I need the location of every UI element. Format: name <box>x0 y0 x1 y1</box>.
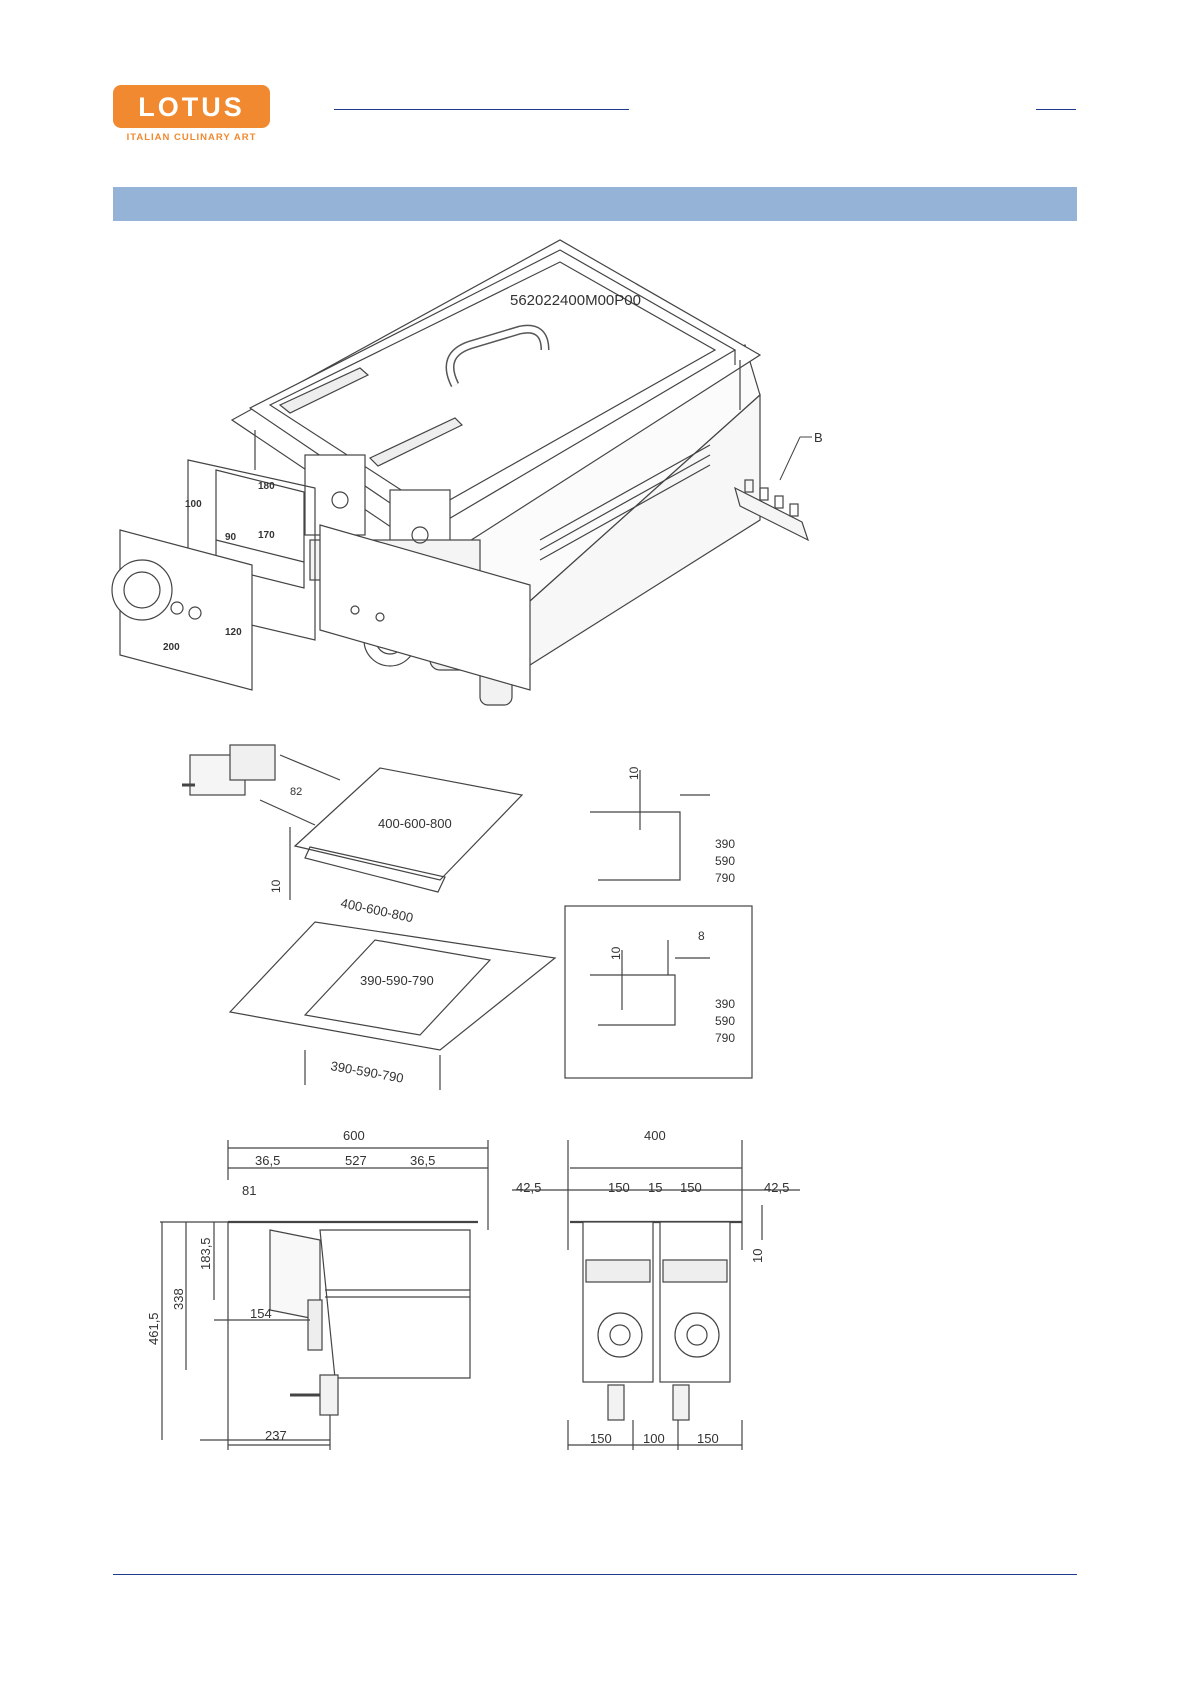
side-overall-width: 600 <box>343 1128 365 1143</box>
dim-200: 200 <box>163 642 180 653</box>
side-depth-b: 338 <box>171 1288 186 1310</box>
detail-a-size-3: 790 <box>715 871 735 885</box>
hole-span-front: 390-590-790 <box>329 1058 404 1086</box>
front-bottom-mid: 100 <box>643 1431 665 1446</box>
dim-170: 170 <box>258 530 275 541</box>
detail-a-size-1: 390 <box>715 837 735 851</box>
side-inner: 527 <box>345 1153 367 1168</box>
detail-b-offset: 8 <box>698 929 705 943</box>
side-depth-a: 183,5 <box>198 1237 213 1270</box>
front-rim: 10 <box>750 1249 765 1263</box>
dim-180: 180 <box>258 481 275 492</box>
lid-span-front: 400-600-800 <box>339 895 414 925</box>
side-depth-c: 461,5 <box>146 1312 161 1345</box>
lid-rim-dim: 10 <box>269 879 283 893</box>
footer-rule <box>113 1574 1077 1575</box>
side-left-margin: 36,5 <box>255 1153 280 1168</box>
dim-90: 90 <box>225 532 237 543</box>
thermostat-dim: 82 <box>290 786 302 798</box>
lid-span-top: 400-600-800 <box>378 816 452 831</box>
detail-a-gap: 10 <box>627 766 641 780</box>
cutout-detail: 82 10 400-600-800 400-600-800 390-590-79… <box>182 745 752 1090</box>
part-b-label: B <box>814 430 823 445</box>
front-elevation: 400 42,5 150 15 150 42,5 10 150 100 150 <box>512 1128 800 1450</box>
detail-a-size-2: 590 <box>715 854 735 868</box>
detail-b-size-1: 390 <box>715 997 735 1011</box>
detail-b-size-3: 790 <box>715 1031 735 1045</box>
front-right-overhang: 42,5 <box>764 1180 789 1195</box>
side-inset: 81 <box>242 1183 256 1198</box>
isometric-assembly: 562022400M00P00 B 180 100 90 170 120 200 <box>112 240 823 705</box>
product-code-label: 562022400M00P00 <box>510 292 641 309</box>
front-divider: 15 <box>648 1180 662 1195</box>
dim-120: 120 <box>225 627 242 638</box>
side-right-margin: 36,5 <box>410 1153 435 1168</box>
dim-100: 100 <box>185 499 202 510</box>
side-drain: 237 <box>265 1428 287 1443</box>
front-bottom-b: 150 <box>697 1431 719 1446</box>
detail-b-gap: 10 <box>609 946 623 960</box>
front-left-overhang: 42,5 <box>516 1180 541 1195</box>
hole-span-top: 390-590-790 <box>360 973 434 988</box>
detail-b-size-2: 590 <box>715 1014 735 1028</box>
front-well-a: 150 <box>608 1180 630 1195</box>
side-control: 154 <box>250 1306 272 1321</box>
front-overall-width: 400 <box>644 1128 666 1143</box>
front-bottom-a: 150 <box>590 1431 612 1446</box>
side-elevation: 600 36,5 527 36,5 81 183,5 338 461,5 154… <box>146 1128 488 1450</box>
front-well-b: 150 <box>680 1180 702 1195</box>
